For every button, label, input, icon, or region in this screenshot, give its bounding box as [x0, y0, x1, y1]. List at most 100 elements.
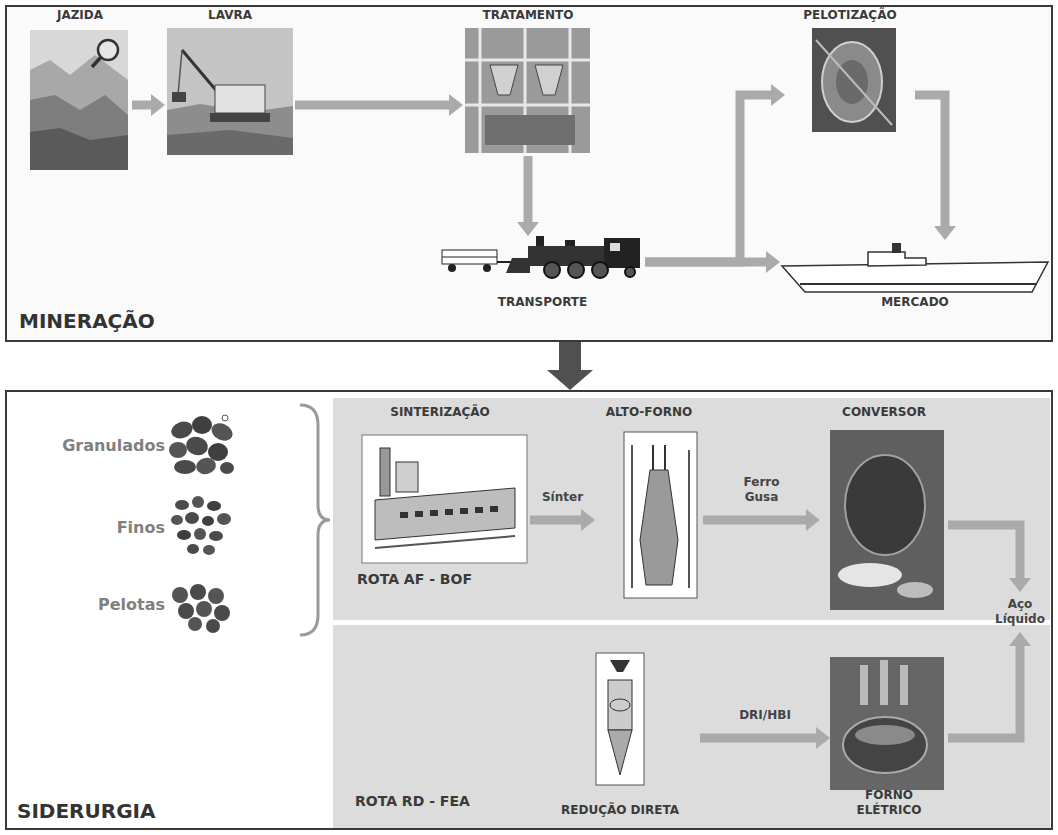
flow-arrow	[915, 95, 956, 240]
reduction-reactor-picture-part	[608, 680, 632, 730]
electric-furnace-picture-part	[880, 660, 888, 705]
flow-line	[530, 516, 582, 525]
electric-furnace-picture-part	[860, 665, 868, 705]
mining-picture-part	[172, 92, 186, 102]
fines-picture-part	[171, 515, 183, 525]
arrow-head	[449, 94, 463, 116]
section-panel: MINERAÇÃOJAZIDALAVRATRATAMENTOPELOTIZAÇÃ…	[5, 5, 1053, 342]
converter-picture-part	[897, 582, 933, 598]
mining-picture	[167, 28, 293, 155]
converter-picture-part	[830, 430, 944, 610]
blast-furnace-picture-part	[652, 445, 654, 470]
flow-line	[703, 516, 807, 525]
converter-picture-part	[845, 455, 925, 555]
train-picture-part	[506, 258, 530, 273]
treatment-picture-part	[465, 104, 590, 107]
arrow-head	[816, 727, 830, 749]
stage-box: REDUÇÃO DIRETA	[540, 650, 700, 818]
deposit-picture	[30, 30, 128, 170]
fines-picture-part	[217, 513, 231, 525]
ship-picture	[782, 243, 1048, 292]
panel-ground-part	[333, 625, 1050, 828]
panel-ground-part	[5, 5, 1053, 342]
flow-line	[559, 342, 581, 371]
sinter-plant-picture-part	[362, 435, 527, 563]
flow-line	[645, 258, 767, 267]
pellets-picture-part	[172, 587, 188, 603]
fines-picture-part	[209, 531, 223, 541]
sinter-plant-picture-part	[430, 510, 438, 516]
stage-text: CONVERSOR	[842, 405, 926, 420]
flow-arrow	[547, 342, 593, 390]
train-picture-part	[448, 264, 456, 272]
train-picture-part	[442, 250, 497, 264]
ore-type: Pelotas	[80, 580, 240, 630]
stage-text: TRANSPORTE	[498, 295, 587, 310]
treatment-picture-part	[490, 65, 518, 95]
lump-ore-picture-part	[184, 434, 210, 457]
arrow-head	[547, 370, 593, 390]
arrow-head	[934, 226, 956, 240]
lump-ore-picture	[169, 415, 235, 476]
blast-furnace-picture-part	[664, 445, 666, 470]
train-picture-part	[442, 257, 497, 258]
section-panel-text: MINERAÇÃO	[19, 309, 155, 334]
reduction-reactor-picture-part	[610, 699, 630, 711]
train-picture-part	[497, 261, 512, 263]
flow-label: Ferro Gusa	[736, 475, 788, 505]
arrow-head	[517, 222, 539, 236]
electric-furnace-picture-part	[843, 717, 927, 773]
flow-arrow	[948, 525, 1031, 592]
deposit-picture-part	[30, 95, 128, 170]
arrow-head	[151, 94, 165, 116]
flow-arrow	[948, 632, 1031, 738]
stage-box: CONVERSOR	[820, 405, 948, 612]
ship-picture-part	[782, 262, 1048, 292]
ore-type-text: Pelotas	[98, 595, 165, 615]
electric-furnace-picture-part	[830, 657, 944, 790]
flow-arrow	[645, 84, 785, 262]
fines-picture-part	[175, 500, 189, 510]
fines-picture	[171, 496, 231, 555]
train-picture	[442, 236, 640, 278]
deposit-picture-part	[30, 128, 128, 170]
flow-line	[915, 95, 945, 227]
pellets-picture-part	[190, 584, 206, 600]
treatment-picture-part	[465, 59, 590, 62]
lump-ore-picture-part	[209, 420, 236, 444]
pelletizing-picture-part	[812, 28, 896, 132]
flow-arrow	[703, 509, 820, 531]
ship-picture-part	[868, 252, 926, 266]
treatment-picture-part	[485, 115, 575, 145]
blast-furnace-picture	[624, 432, 697, 598]
deposit-picture-part	[30, 30, 128, 170]
flow-line	[948, 525, 1020, 579]
lump-ore-picture-part	[192, 416, 212, 434]
pellets-picture-part	[178, 603, 194, 619]
stage-text: ALTO-FORNO	[606, 405, 692, 420]
train-picture-part	[544, 262, 560, 278]
blast-furnace-picture-part	[631, 445, 633, 588]
fines-picture-part	[177, 530, 191, 540]
train-picture-part	[536, 236, 544, 246]
electric-furnace-picture-part	[855, 725, 915, 745]
train-picture-part	[592, 262, 608, 278]
deposit-picture-part	[30, 55, 128, 170]
fines-picture-part	[194, 528, 206, 540]
mining-picture-part	[215, 85, 265, 113]
fines-picture-part	[185, 512, 199, 524]
stage-text: TRATAMENTO	[483, 8, 574, 23]
pellets-picture-part	[214, 605, 230, 621]
reduction-reactor-picture-part	[596, 653, 644, 785]
pellets-picture-part	[208, 588, 224, 604]
flow-line	[700, 734, 817, 743]
reduction-reactor-picture	[596, 653, 644, 785]
mining-picture-part	[182, 50, 220, 95]
electric-furnace-picture	[830, 657, 944, 790]
flow-label: DRI/HBI	[739, 708, 791, 723]
reduction-reactor-picture-part	[610, 660, 630, 672]
arrow-head	[806, 509, 820, 531]
ore-type: Finos	[109, 495, 240, 560]
stage-box: PELOTIZAÇÃO	[785, 8, 915, 136]
flow-arrow	[700, 727, 830, 749]
